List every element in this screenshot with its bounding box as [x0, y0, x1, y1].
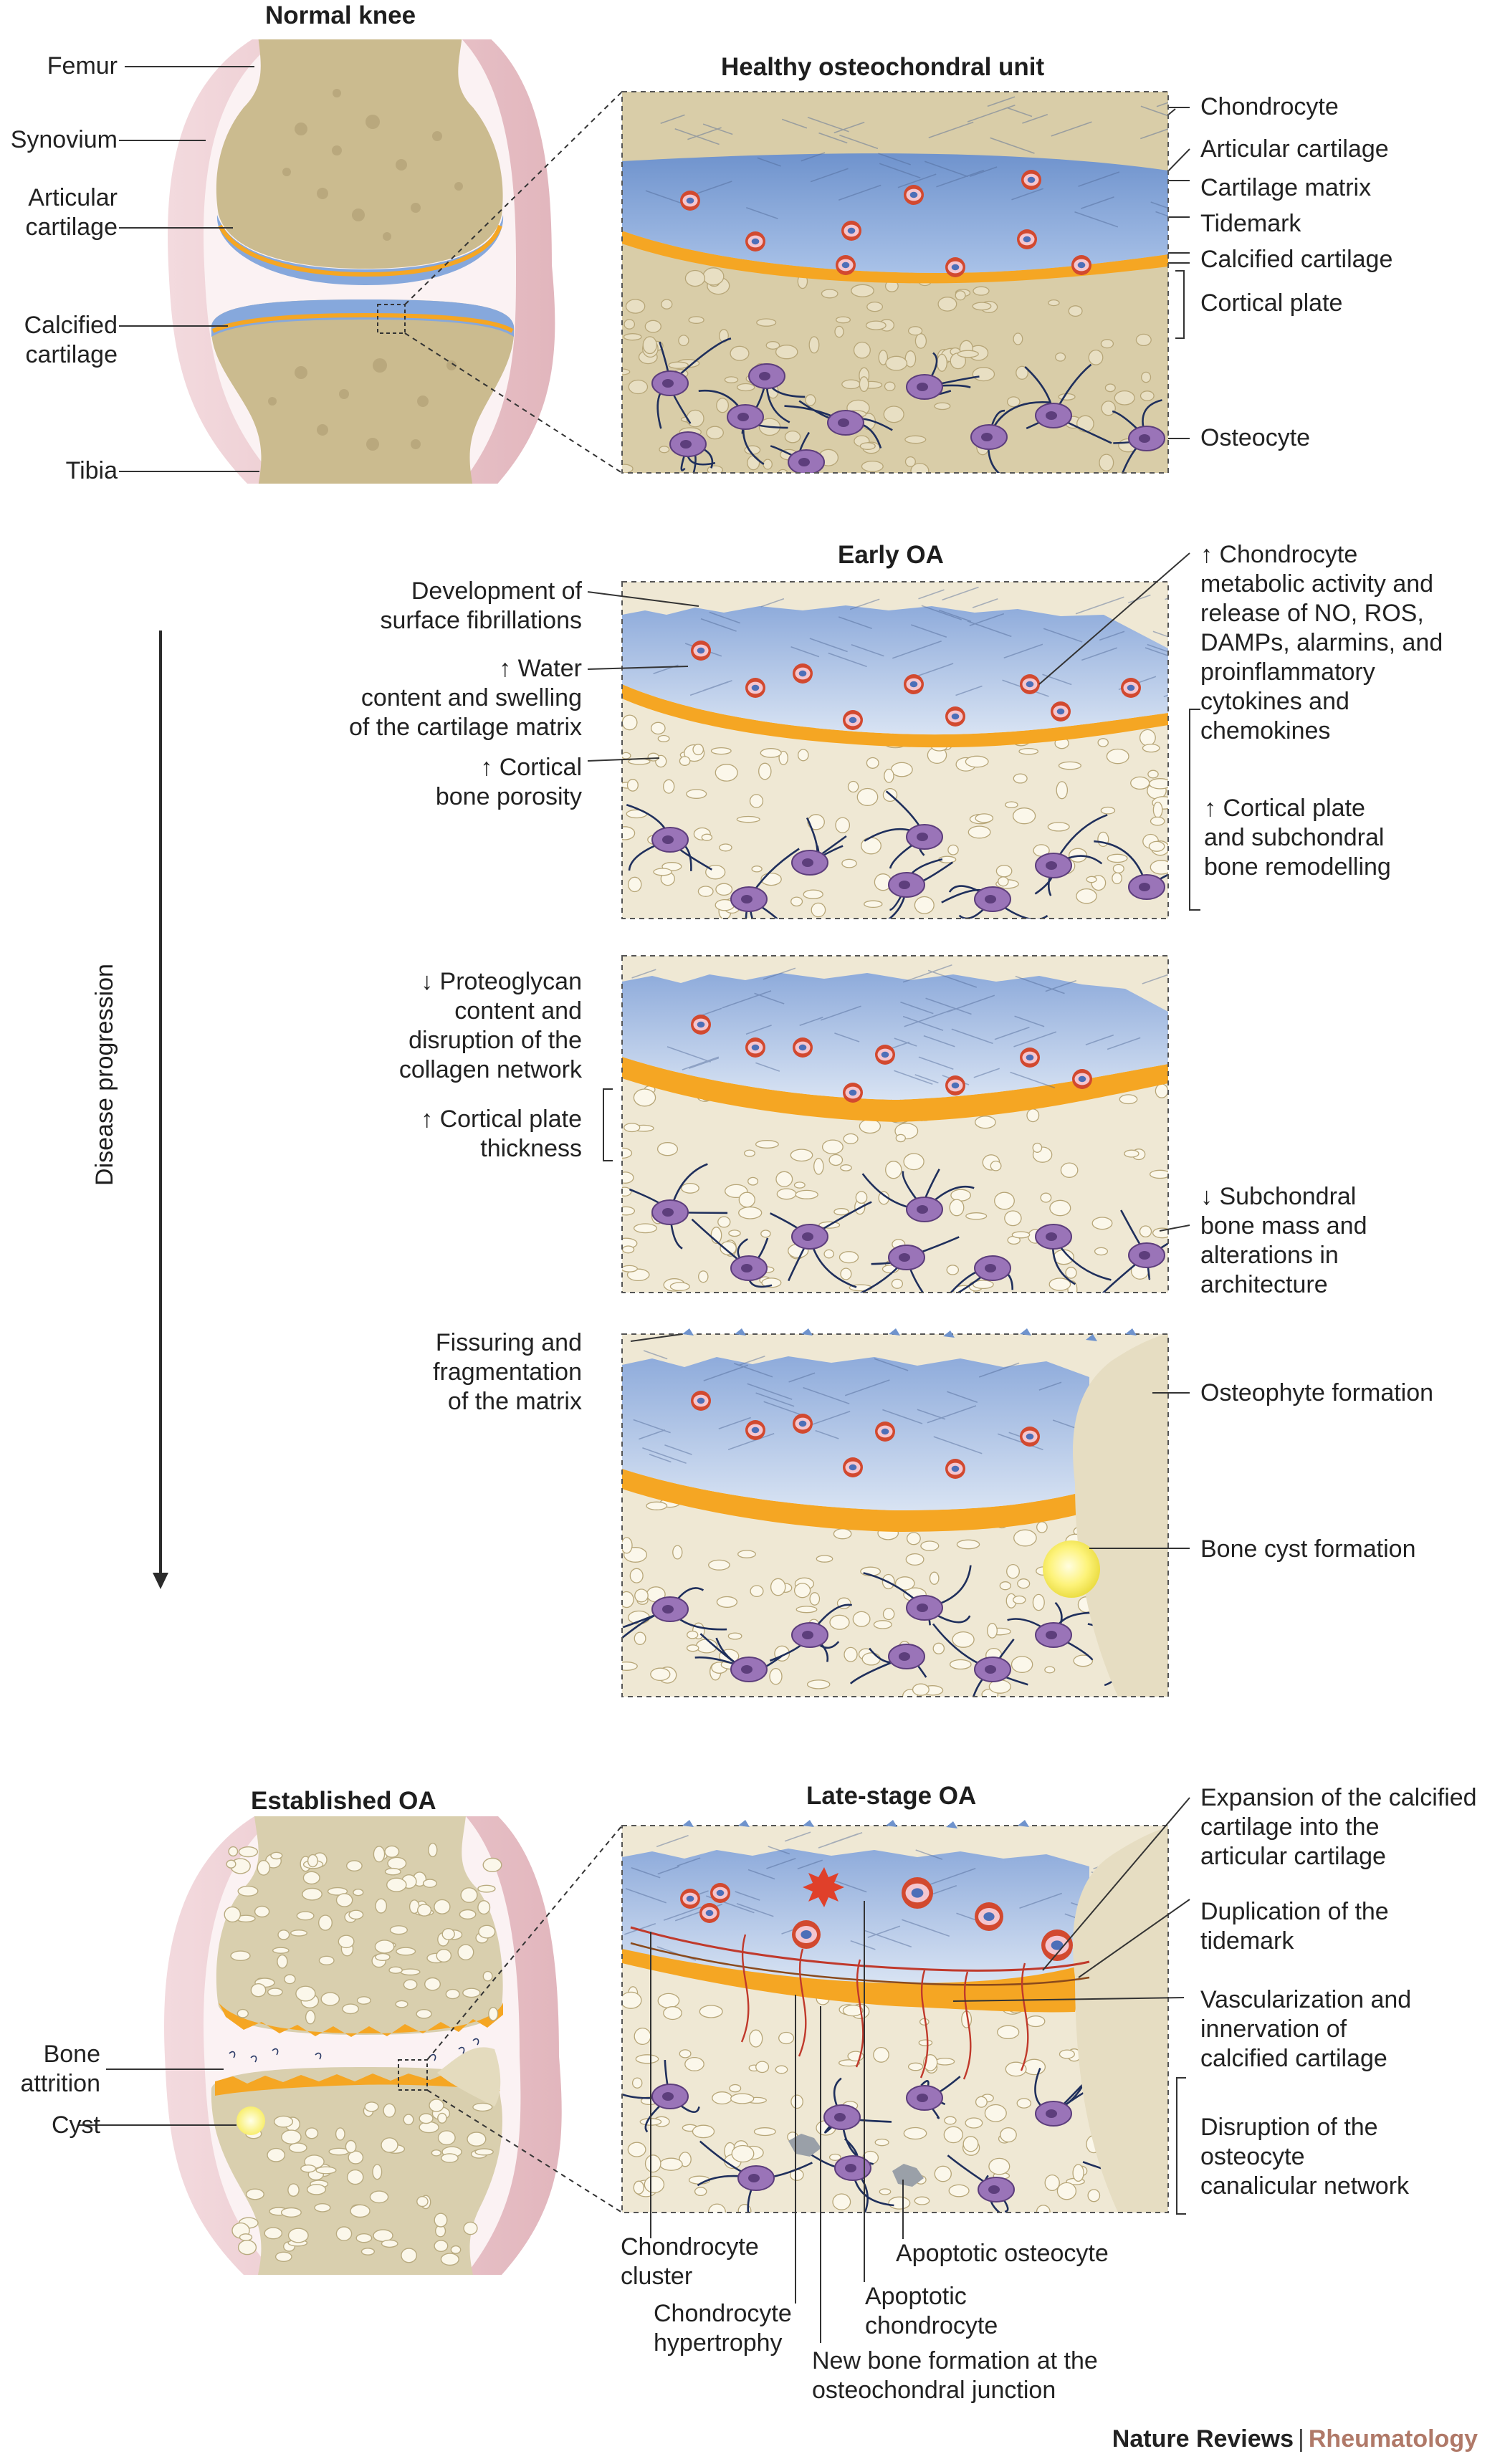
plate-thickness-label: ↑ Cortical plate thickness: [421, 1106, 582, 1162]
chondrocyte-hypertrophy-label: Chondrocyte hypertrophy: [654, 2300, 792, 2357]
expansion-label: Expansion of the calcified cartilage int…: [1200, 1784, 1477, 1870]
fissuring-panel: [622, 1334, 1168, 1697]
panel-leaders: [587, 552, 1200, 2343]
synovium-label: Synovium: [10, 126, 118, 153]
fissuring-label: Fissuring and fragmentation of the matri…: [433, 1329, 582, 1415]
vascularization-label: Vascularization and innervation of calci…: [1200, 1986, 1412, 2072]
credit-section: Rheumatology: [1308, 2425, 1478, 2453]
bone-cyst-label: Bone cyst formation: [1200, 1535, 1416, 1563]
credit-separator: |: [1298, 2425, 1304, 2453]
apoptotic-osteocyte: [788, 2134, 821, 2157]
late-stage-oa-title: Late-stage OA: [806, 1782, 977, 1810]
proteoglycan-label: ↓ Proteoglycan content and disruption of…: [398, 968, 582, 1083]
duplication-label: Duplication of the tidemark: [1200, 1898, 1389, 1955]
early-oa-panel: [622, 582, 1168, 919]
tibia: [211, 299, 515, 484]
tidemark-label: Tidemark: [1200, 210, 1301, 237]
apoptotic-osteocyte-label: Apoptotic osteocyte: [896, 2240, 1109, 2267]
calcified-cartilage-label: Calcified cartilage: [24, 312, 118, 368]
apoptotic-chondrocyte: [803, 1867, 844, 1907]
osteocyte-network-disruption-label: Disruption of the osteocyte canalicular …: [1200, 2114, 1410, 2200]
healthy-unit-title: Healthy osteochondral unit: [721, 53, 1045, 81]
new-bone-formation-label: New bone formation at the osteochondral …: [812, 2347, 1098, 2404]
proteoglycan-loss-panel: [622, 956, 1168, 1293]
late-stage-oa-panel: [622, 1826, 1168, 2213]
articular-cartilage-label: Articular cartilage: [25, 184, 118, 241]
established-oa-title: Established OA: [251, 1787, 436, 1815]
articular-cartilage-right-label: Articular cartilage: [1200, 135, 1389, 163]
matrix-fragments: [682, 1328, 1137, 1341]
femur-label: Femur: [47, 52, 118, 80]
water-label: ↑ Water content and swelling of the cart…: [348, 655, 582, 741]
osteophyte-label: Osteophyte formation: [1200, 1379, 1434, 1406]
journal-credit: Nature Reviews|Rheumatology: [1112, 2425, 1478, 2453]
osteophyte: [1073, 1334, 1168, 1697]
normal-knee-illustration: [168, 39, 555, 484]
calcified-cartilage-right-label: Calcified cartilage: [1200, 246, 1393, 273]
disease-progression-label: Disease progression: [91, 964, 118, 1186]
cartilage-matrix-label: Cartilage matrix: [1200, 174, 1372, 201]
osteocyte-label: Osteocyte: [1200, 424, 1311, 451]
vessels: [740, 1934, 1029, 2080]
cortical-plate-label: Cortical plate: [1200, 289, 1343, 317]
apoptotic-chondrocyte-label: Apoptotic chondrocyte: [865, 2283, 998, 2339]
established-oa-knee-illustration: [164, 1816, 562, 2275]
remodelling-label: ↑ Cortical plate and subchondral bone re…: [1204, 795, 1391, 881]
bone-attrition-label: Bone attrition: [20, 2041, 101, 2097]
tibia-cartilage: [211, 299, 514, 337]
cyst-label: Cyst: [52, 2111, 100, 2139]
fibrillations-label: Development of surface fibrillations: [380, 577, 582, 634]
knee2-leaders: [79, 1825, 623, 2213]
chondrocyte-activity-label: ↑ Chondrocyte metabolic activity and rel…: [1200, 541, 1443, 744]
bone-mass-label: ↓ Subchondral bone mass and alterations …: [1200, 1183, 1367, 1298]
early-oa-title: Early OA: [838, 541, 944, 569]
disease-progression-arrow: [153, 631, 168, 1589]
credit-journal: Nature Reviews: [1112, 2425, 1294, 2453]
femur: [216, 39, 503, 269]
chondrocyte-label: Chondrocyte: [1200, 93, 1339, 120]
healthy-osteochondral-panel: [622, 92, 1168, 473]
normal-knee-title: Normal knee: [265, 1, 416, 29]
tibia-label: Tibia: [65, 457, 118, 484]
porosity-label: ↑ Cortical bone porosity: [435, 754, 582, 810]
chondrocyte-cluster-label: Chondrocyte cluster: [621, 2233, 759, 2290]
bone-cyst: [1043, 1540, 1100, 1598]
